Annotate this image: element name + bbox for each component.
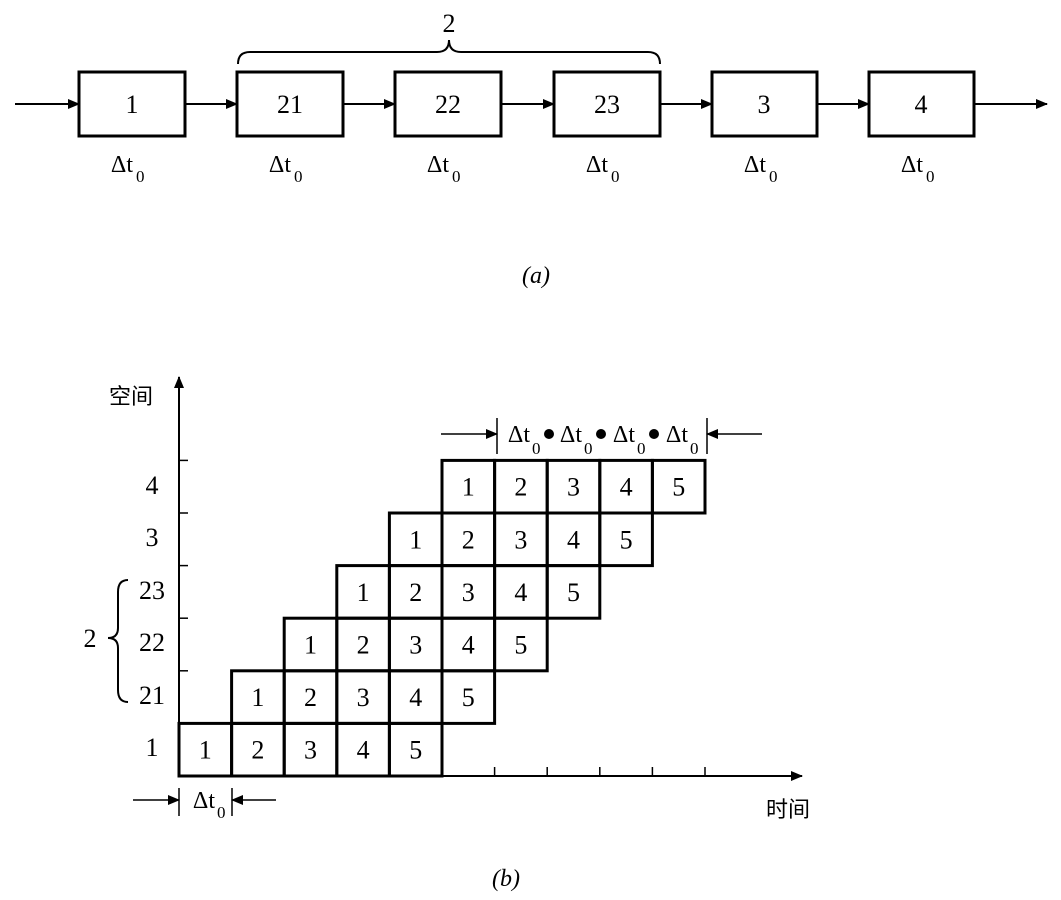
stage-21: 21 Δt 0 xyxy=(235,70,345,186)
task-number: 5 xyxy=(620,525,633,554)
task-number: 3 xyxy=(357,683,370,712)
task-number: 5 xyxy=(409,736,422,765)
stage-label: 1 xyxy=(126,90,139,119)
task-number: 4 xyxy=(357,736,370,765)
task-grid: 1 2 3 4 5 1 2 3 4 5 1 2 3 4 5 1 2 3 4 5 1 2 3 4 5 1 2 3 4 5 xyxy=(177,458,707,778)
interval-label: Δt xyxy=(613,422,635,448)
row-label: 21 xyxy=(139,681,165,710)
task-number: 1 xyxy=(462,473,475,502)
task-cell xyxy=(650,458,707,515)
interval-label: Δt xyxy=(193,788,215,814)
task-number: 4 xyxy=(620,473,633,502)
task-number: 5 xyxy=(462,683,475,712)
stage-time-sub: 0 xyxy=(294,167,303,186)
task-number: 4 xyxy=(462,631,475,660)
interval-label-sub: 0 xyxy=(584,439,593,458)
interval-label-sub: 0 xyxy=(690,439,699,458)
pipeline-diagram-a: 1 Δt 0 21 Δt 0 22 Δt 0 23 Δt 0 3 xyxy=(15,9,1048,289)
task-number: 2 xyxy=(409,578,422,607)
task-number: 2 xyxy=(514,473,527,502)
stage-23: 23 Δt 0 xyxy=(552,70,662,186)
task-number: 2 xyxy=(462,525,475,554)
task-number: 3 xyxy=(304,736,317,765)
caption-b: (b) xyxy=(492,866,520,892)
task-number: 1 xyxy=(409,525,422,554)
stage-4: 4 Δt 0 xyxy=(867,70,976,186)
group-label: 2 xyxy=(443,9,456,38)
stage-time: Δt xyxy=(901,152,923,178)
row-label: 23 xyxy=(139,576,165,605)
task-number: 3 xyxy=(409,631,422,660)
task-number: 1 xyxy=(357,578,370,607)
interval-label: Δt xyxy=(560,422,582,448)
axis-ticks xyxy=(179,459,706,776)
group-label: 2 xyxy=(84,624,97,653)
task-number: 5 xyxy=(672,473,685,502)
row-label: 22 xyxy=(139,628,165,657)
task-number: 3 xyxy=(567,473,580,502)
row-label: 1 xyxy=(146,733,159,762)
task-number: 4 xyxy=(409,683,422,712)
bottom-interval: Δt 0 xyxy=(133,788,276,822)
group-brace xyxy=(237,39,661,65)
stage-label: 21 xyxy=(277,90,303,119)
task-number: 1 xyxy=(304,631,317,660)
stage-time: Δt xyxy=(427,152,449,178)
task-number: 5 xyxy=(514,631,527,660)
stage-time-sub: 0 xyxy=(769,167,778,186)
y-axis-title: 空间 xyxy=(109,385,153,410)
task-number: 2 xyxy=(304,683,317,712)
task-number: 2 xyxy=(357,631,370,660)
stage-time: Δt xyxy=(269,152,291,178)
stage-time: Δt xyxy=(586,152,608,178)
task-number: 2 xyxy=(251,736,264,765)
stage-time: Δt xyxy=(744,152,766,178)
stage-time-sub: 0 xyxy=(611,167,620,186)
interval-dot xyxy=(544,429,554,439)
x-axis-title: 时间 xyxy=(766,798,810,823)
interval-label: Δt xyxy=(508,422,530,448)
task-number: 1 xyxy=(251,683,264,712)
stage-label: 4 xyxy=(915,90,928,119)
task-number: 3 xyxy=(462,578,475,607)
stage-time-sub: 0 xyxy=(136,167,145,186)
stage-22: 22 Δt 0 xyxy=(393,70,503,186)
task-number: 3 xyxy=(514,525,527,554)
group-brace xyxy=(107,579,129,703)
interval-label-sub: 0 xyxy=(532,439,541,458)
top-intervals: Δt 0 Δt 0 Δt 0 Δt 0 xyxy=(441,418,762,458)
task-number: 1 xyxy=(199,736,212,765)
stage-label: 22 xyxy=(435,90,461,119)
task-number: 4 xyxy=(514,578,527,607)
stage-label: 23 xyxy=(594,90,620,119)
row-label: 3 xyxy=(146,523,159,552)
interval-label: Δt xyxy=(666,422,688,448)
caption-a: (a) xyxy=(522,263,550,289)
stage-1: 1 Δt 0 xyxy=(77,70,187,186)
interval-dot xyxy=(596,429,606,439)
interval-label-sub: 0 xyxy=(217,803,226,822)
stage-time: Δt xyxy=(111,152,133,178)
row-label: 4 xyxy=(146,471,159,500)
stage-time-sub: 0 xyxy=(452,167,461,186)
stage-3: 3 Δt 0 xyxy=(710,70,819,186)
stage-label: 3 xyxy=(758,90,771,119)
stage-time-sub: 0 xyxy=(926,167,935,186)
interval-label-sub: 0 xyxy=(637,439,646,458)
task-number: 4 xyxy=(567,525,580,554)
task-number: 5 xyxy=(567,578,580,607)
interval-dot xyxy=(649,429,659,439)
